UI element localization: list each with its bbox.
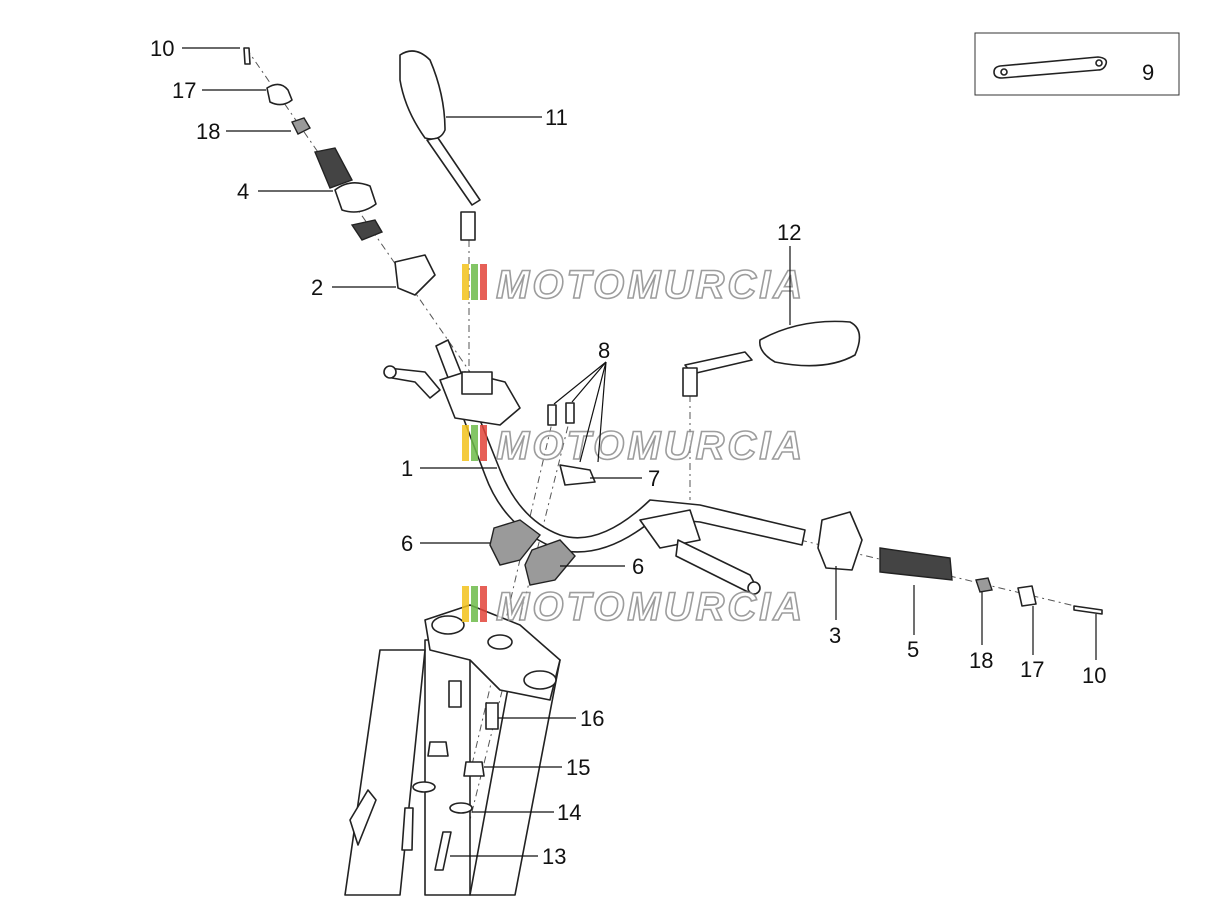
callout-18-right: 18: [969, 648, 993, 673]
upper-clamps: [547, 402, 596, 486]
callout-15: 15: [566, 755, 590, 780]
watermark-stripe: [462, 586, 469, 622]
throttle-cable-end: [350, 219, 384, 241]
callout-6-right: 6: [632, 554, 644, 579]
mirror-11-base: [460, 211, 476, 241]
front-fork: [344, 604, 561, 896]
mirror-12-head: [758, 320, 861, 367]
mirror-12-base: [682, 367, 698, 397]
callout-2: 2: [311, 275, 323, 300]
stud-16-right: [485, 702, 499, 730]
watermark-text: MOTOMURCIA: [496, 585, 805, 629]
watermark-stripe: [480, 586, 487, 622]
throttle-4-flange: [334, 182, 377, 213]
watermark-stripe: [462, 425, 469, 461]
watermark-stripe: [462, 264, 469, 300]
spacer-18-left: [291, 117, 311, 135]
callout-17-left: 17: [172, 78, 196, 103]
riser-6-right: [524, 539, 576, 586]
fork-leg-left: [424, 639, 471, 896]
callout-12: 12: [777, 220, 801, 245]
watermark-2: MOTOMURCIA: [462, 423, 805, 469]
left-grip-group: [243, 47, 436, 296]
callout-10-right: 10: [1082, 663, 1106, 688]
mirror-11-head: [399, 50, 446, 140]
lever-tip: [383, 365, 397, 379]
callout-4: 4: [237, 179, 249, 204]
leader-lines: [182, 47, 1097, 857]
left-mirror-11: [399, 50, 481, 241]
screw-10-left: [243, 47, 251, 65]
riser-hardware: [401, 680, 499, 871]
inset-frame: [974, 32, 1180, 96]
yoke-center: [487, 634, 513, 650]
fork-tube-left: [344, 649, 426, 896]
callout-8: 8: [598, 338, 610, 363]
callout-1: 1: [401, 456, 413, 481]
reservoir: [461, 371, 493, 395]
switch-housing-3: [817, 511, 863, 571]
riser-6-left: [489, 519, 541, 566]
callout-11: 11: [545, 105, 568, 130]
watermark-stripe: [471, 264, 478, 300]
bolt-13-left: [401, 807, 414, 851]
bushing-15-right: [463, 761, 485, 777]
inset-part-9: [974, 32, 1180, 96]
right-lever-tip: [747, 581, 761, 595]
bracket-part-9: [993, 56, 1108, 79]
watermark-3: MOTOMURCIA: [462, 584, 805, 630]
grip-5: [879, 547, 953, 581]
right-master-cylinder: [639, 509, 701, 549]
fork-reflector: [349, 789, 377, 846]
screw-8b: [565, 402, 575, 424]
right-grip-group: [817, 511, 1103, 615]
callout-6-left: 6: [401, 531, 413, 556]
callout-5: 5: [907, 637, 919, 662]
callout-9: 9: [1142, 60, 1154, 85]
yoke-bolt-left: [431, 615, 465, 635]
bracket-hole: [1095, 59, 1103, 67]
stud-16-left: [448, 680, 462, 708]
watermark-stripe: [480, 425, 487, 461]
bolt-13-right: [434, 831, 452, 871]
washer-14-right: [449, 802, 473, 814]
bushing-15-left: [427, 741, 449, 757]
callout-18-left: 18: [196, 119, 220, 144]
yoke-bolt-right: [523, 670, 557, 690]
left-lever-assembly: [383, 365, 521, 426]
callout-14: 14: [557, 800, 581, 825]
screw-8a: [547, 404, 557, 426]
mirror-11-stem: [426, 137, 481, 206]
watermark-stripe: [471, 586, 478, 622]
weight-17-right: [1017, 585, 1037, 607]
washer-14-left: [412, 781, 436, 793]
watermark-1: MOTOMURCIA: [462, 262, 805, 308]
right-mirror-12: [682, 320, 861, 397]
bracket-hole: [1000, 68, 1008, 76]
grip-4-rubber: [314, 147, 353, 189]
callout-10-left: 10: [150, 36, 174, 61]
watermark-text: MOTOMURCIA: [496, 424, 805, 468]
watermark-text: MOTOMURCIA: [496, 263, 805, 307]
spacer-18-right: [975, 577, 993, 593]
callout-numbers: 10 17 18 4 2 11 12 8 1 7 6 6 3 5 18 17 1…: [150, 36, 1154, 869]
callout-7: 7: [648, 466, 660, 491]
right-lever-assembly: [639, 509, 761, 595]
switch-housing-2: [394, 254, 436, 296]
watermark-stripe: [480, 264, 487, 300]
watermarks: MOTOMURCIA MOTOMURCIA MOTOMURCIA: [462, 262, 805, 630]
callout-17-right: 17: [1020, 657, 1044, 682]
callout-13: 13: [542, 844, 566, 869]
weight-17-left: [266, 83, 293, 106]
screw-10-right: [1073, 605, 1103, 615]
clamp-7: [559, 464, 596, 486]
callout-3: 3: [829, 623, 841, 648]
watermark-stripe: [471, 425, 478, 461]
risers: [489, 519, 576, 586]
callout-16: 16: [580, 706, 604, 731]
